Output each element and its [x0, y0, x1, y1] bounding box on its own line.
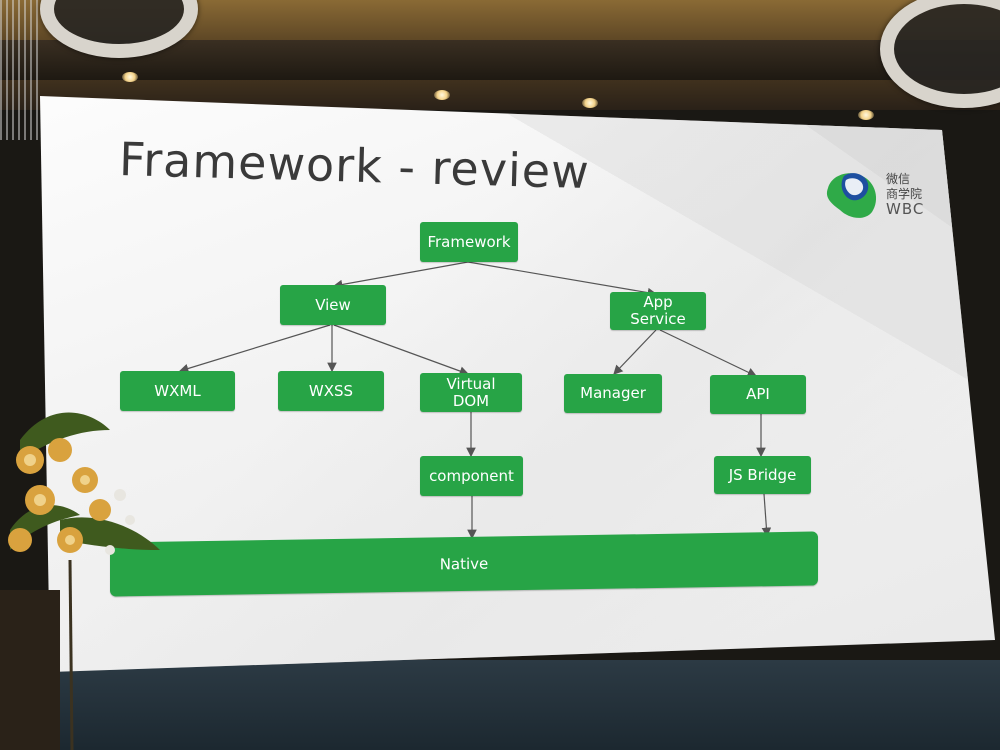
edge-view-virtual-dom — [333, 324, 470, 376]
flower-arrangement — [0, 412, 160, 750]
node-wxml: WXML — [120, 371, 235, 411]
node-js-bridge: JS Bridge — [714, 456, 811, 494]
floor — [0, 660, 1000, 750]
node-native: Native — [110, 531, 818, 597]
ceiling-light — [582, 98, 598, 108]
logo-line-3: WBC — [886, 200, 925, 218]
crystal-drape — [0, 0, 40, 140]
edge-js-bridge-native — [761, 493, 772, 538]
wbc-logo-icon — [826, 173, 877, 218]
node-wxss: WXSS — [278, 371, 384, 411]
ceiling-light — [122, 72, 138, 82]
node-framework: Framework — [420, 222, 518, 262]
logo-text: 微信 商学院 WBC — [886, 172, 946, 217]
edge-app-service-manager — [613, 329, 657, 375]
logo-line-2: 商学院 — [886, 187, 923, 201]
edge-view-wxml — [178, 324, 331, 374]
edge-app-service-api — [659, 329, 758, 377]
node-manager: Manager — [564, 374, 662, 413]
logo-line-1: 微信 — [886, 172, 911, 186]
edge-framework-view — [332, 261, 469, 290]
node-api: API — [710, 375, 806, 414]
edge-framework-app-service — [467, 261, 658, 298]
ceiling-light — [434, 90, 450, 100]
node-app-service: App Service — [610, 292, 706, 330]
node-component: component — [420, 456, 523, 496]
node-view: View — [280, 285, 386, 325]
ceiling-light — [858, 110, 874, 120]
node-virtual-dom: Virtual DOM — [420, 373, 522, 412]
